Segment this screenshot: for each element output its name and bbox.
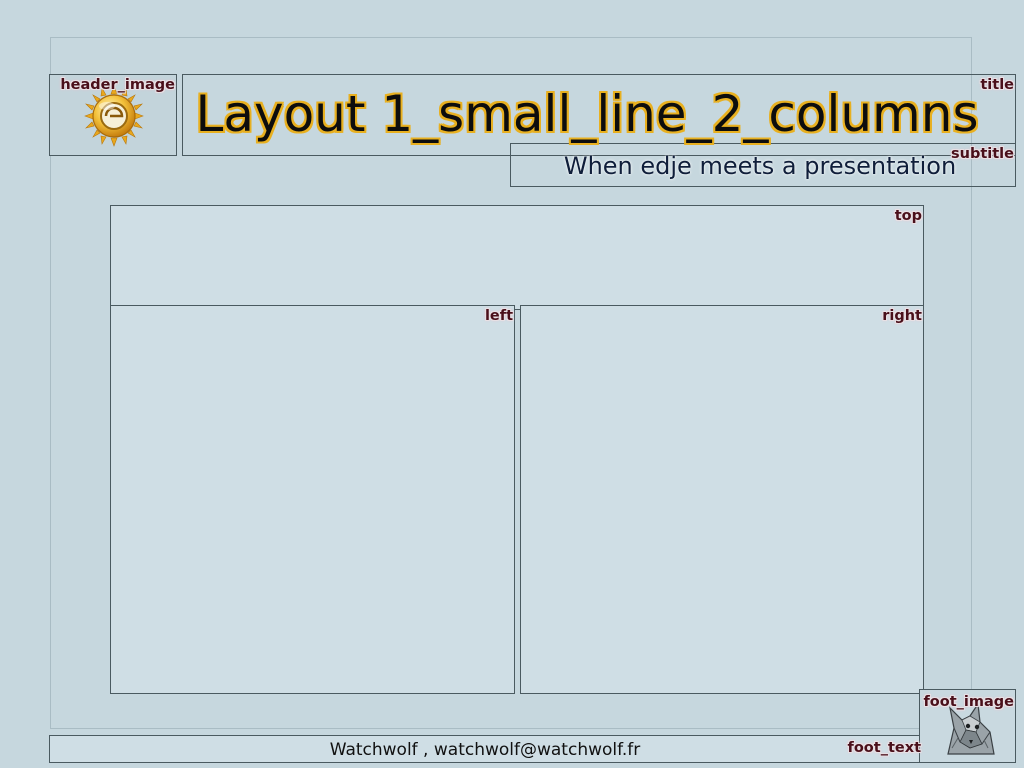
foot-image-box: foot_image <box>919 689 1016 763</box>
title-label: title <box>980 77 1014 93</box>
foot-text-box: Watchwolf , watchwolf@watchwolf.fr foot_… <box>49 735 923 763</box>
title-box: title <box>182 74 1016 156</box>
page-title: Layout 1_small_line_2_columns <box>195 85 979 143</box>
foot-image-label: foot_image <box>923 694 1015 710</box>
enlightenment-logo-icon <box>84 85 144 151</box>
left-label: left <box>484 308 513 324</box>
subtitle-box: subtitle <box>510 143 1016 187</box>
left-column: left <box>110 305 515 694</box>
top-label: top <box>894 208 922 224</box>
subtitle-label: subtitle <box>951 146 1014 162</box>
page-subtitle: When edje meets a presentation <box>563 152 957 180</box>
header-image-label: header_image <box>60 77 175 93</box>
footer-author: Watchwolf , watchwolf@watchwolf.fr <box>329 740 641 760</box>
right-column: right <box>520 305 924 694</box>
wolf-head-icon <box>940 698 1000 762</box>
header-image-box: header_image <box>49 74 177 156</box>
right-label: right <box>882 308 922 324</box>
foot-text-label: foot_text <box>847 740 921 756</box>
top-area: top <box>110 205 924 310</box>
